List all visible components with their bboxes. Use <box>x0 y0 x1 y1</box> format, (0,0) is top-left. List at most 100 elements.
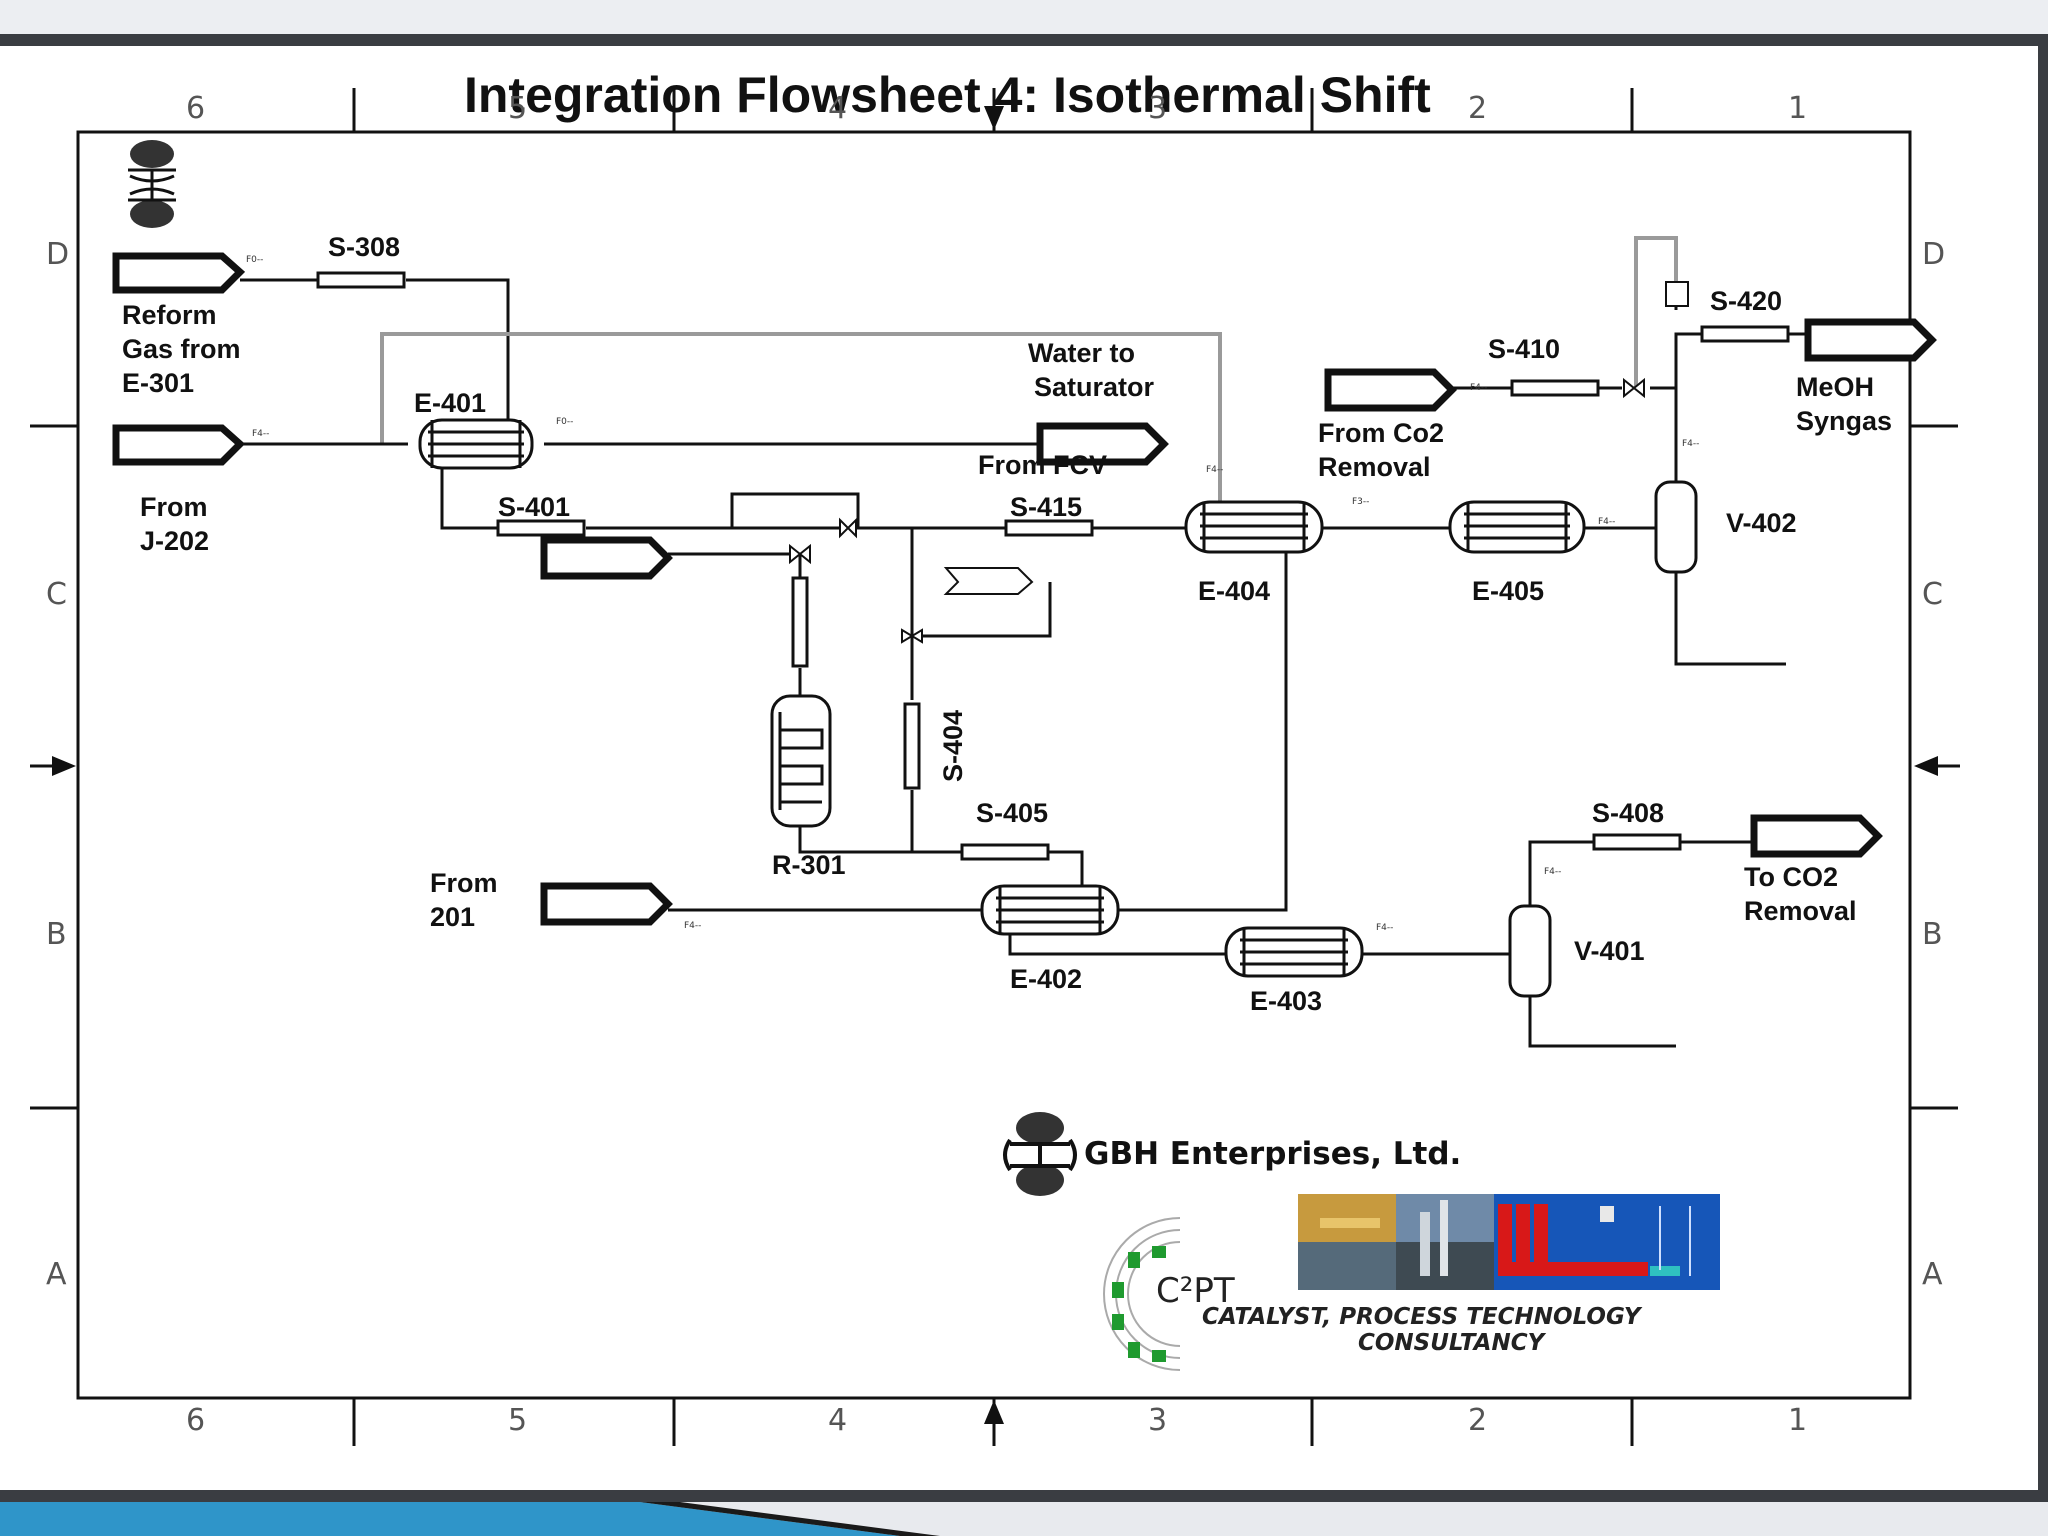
svg-text:F0--: F0-- <box>556 417 573 427</box>
label-to-co2-line2: Removal <box>1744 896 1857 926</box>
page-title: Integration Flowsheet 4: Isothermal Shif… <box>464 67 1431 123</box>
label-from-co2-line2: Removal <box>1318 452 1431 482</box>
label-water-line2: Saturator <box>1034 372 1155 402</box>
grid-col-3-bottom: 3 <box>1148 1403 1167 1438</box>
label-from-co2-line1: From Co2 <box>1318 418 1444 448</box>
terminal-arrows <box>112 252 1937 926</box>
valves <box>789 281 1689 644</box>
grid-row-d-right: D <box>1922 237 1945 272</box>
grid-col-1-top: 1 <box>1788 91 1807 126</box>
grid-col-1-bottom: 1 <box>1788 1403 1807 1438</box>
label-from-j202-line2: J-202 <box>140 526 209 556</box>
gbh-logo-small <box>128 140 176 228</box>
grid-col-3-top: 3 <box>1148 91 1167 126</box>
label-from-201-line1: From <box>430 868 498 898</box>
exchanger-e402 <box>980 884 1120 936</box>
left-stub-terminal <box>540 536 673 580</box>
label-e401: E-401 <box>414 388 486 418</box>
bottom-frame-bar <box>0 1490 2048 1502</box>
footer-chevron <box>640 1502 2048 1536</box>
fcv-tag <box>943 567 1034 595</box>
grid-row-c-right: C <box>1922 577 1943 612</box>
exchanger-e404 <box>1184 500 1324 554</box>
label-s410: S-410 <box>1488 334 1560 364</box>
c2pt-logo <box>1103 1217 1181 1371</box>
svg-text:F4--: F4-- <box>1376 923 1393 933</box>
grid-row-a-left: A <box>46 1257 67 1292</box>
svg-text:F4--: F4-- <box>1470 383 1487 393</box>
label-meoh-line2: Syngas <box>1796 406 1892 436</box>
label-s408: S-408 <box>1592 798 1664 828</box>
label-s308: S-308 <box>328 232 400 262</box>
exchanger-e403 <box>1224 926 1364 978</box>
label-s415: S-415 <box>1010 492 1082 522</box>
small-tags: F0-- F4-- F0-- F4-- F3-- F4-- F4-- F4-- … <box>246 255 1699 933</box>
svg-text:F4--: F4-- <box>1206 465 1223 475</box>
grid-col-2-bottom: 2 <box>1468 1403 1487 1438</box>
label-from-j202-line1: From <box>140 492 208 522</box>
label-reform-gas-line3: E-301 <box>122 368 194 398</box>
label-reform-gas-line1: Reform <box>122 300 217 330</box>
svg-text:F4--: F4-- <box>1682 439 1699 449</box>
grid-col-5-bottom: 5 <box>508 1403 527 1438</box>
label-meoh-line1: MeOH <box>1796 372 1874 402</box>
grid-col-4-bottom: 4 <box>828 1403 847 1438</box>
top-frame-bar <box>0 34 2048 46</box>
label-reform-gas-line2: Gas from <box>122 334 241 364</box>
svg-text:F4--: F4-- <box>1598 517 1615 527</box>
water-to-saturator-terminal <box>1036 422 1169 466</box>
label-e404: E-404 <box>1198 576 1270 606</box>
grid-col-6-bottom: 6 <box>186 1403 205 1438</box>
meoh-syngas-terminal <box>1804 318 1937 362</box>
label-e403: E-403 <box>1250 986 1322 1016</box>
vessel-v402 <box>1654 480 1698 574</box>
grid-row-b-right: B <box>1922 917 1943 952</box>
label-s405: S-405 <box>976 798 1048 828</box>
drawing-sheet <box>0 46 2038 1490</box>
label-v402: V-402 <box>1726 508 1797 538</box>
label-to-co2-line1: To CO2 <box>1744 862 1838 892</box>
label-r301: R-301 <box>772 850 846 880</box>
c2pt-text: C²PT <box>1156 1271 1235 1311</box>
grid-col-6-top: 6 <box>186 91 205 126</box>
from-201-terminal <box>540 882 673 926</box>
grid-row-d-left: D <box>46 237 69 272</box>
consultancy-line2: CONSULTANCY <box>1358 1330 1547 1356</box>
heat-exchangers <box>418 418 1586 978</box>
grid-col-2-top: 2 <box>1468 91 1487 126</box>
from-j202-terminal <box>112 424 246 466</box>
stream-tags <box>316 271 1790 861</box>
svg-text:F4--: F4-- <box>684 921 701 931</box>
from-co2-removal-terminal <box>1324 368 1457 412</box>
grid-row-b-left: B <box>46 917 67 952</box>
label-s401: S-401 <box>498 492 570 522</box>
label-water-line1: Water to <box>1028 338 1135 368</box>
exchanger-e401 <box>418 418 534 470</box>
label-from-fcv: From FCV <box>978 450 1107 480</box>
vessels <box>770 480 1698 998</box>
svg-text:F4--: F4-- <box>1544 867 1561 877</box>
process-lines <box>240 236 1808 1048</box>
grid-col-5-top: 5 <box>508 91 527 126</box>
svg-text:F3--: F3-- <box>1352 497 1369 507</box>
svg-text:F4--: F4-- <box>252 429 269 439</box>
plant-photo-collage <box>1298 1194 1494 1290</box>
vessel-v401 <box>1508 904 1552 998</box>
company-name: GBH Enterprises, Ltd. <box>1084 1136 1461 1172</box>
gbh-logo-large <box>1003 1112 1077 1196</box>
process-schematic-image <box>1494 1194 1720 1290</box>
grid-row-c-left: C <box>46 577 67 612</box>
label-s404: S-404 <box>938 710 968 782</box>
grid-col-4-top: 4 <box>828 91 847 126</box>
label-v401: V-401 <box>1574 936 1645 966</box>
grid-arrows <box>30 106 1960 1424</box>
right-frame-bar <box>2038 34 2048 1494</box>
exchanger-e405 <box>1448 500 1586 554</box>
svg-text:F0--: F0-- <box>246 255 263 265</box>
to-co2-removal-terminal <box>1750 814 1883 858</box>
consultancy-line1: CATALYST, PROCESS TECHNOLOGY <box>1202 1304 1643 1330</box>
label-e405: E-405 <box>1472 576 1544 606</box>
reactor-r301 <box>770 694 832 828</box>
reform-gas-terminal <box>112 252 246 294</box>
